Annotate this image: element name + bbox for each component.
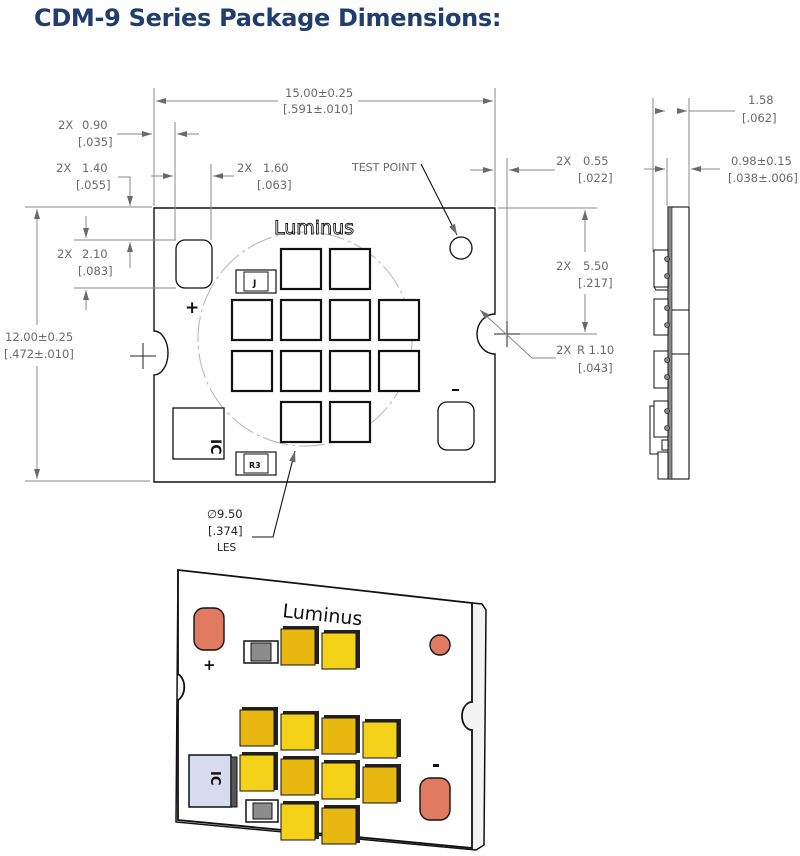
pad-height-in: [.083] [78,264,113,278]
j-component: J [235,269,277,294]
side-chips [649,249,669,480]
pad-width-qty: 2X [237,161,252,175]
led-chip [328,349,372,393]
render-led-chip [280,758,316,796]
render-led-chip [321,762,357,800]
render-led-chip [239,709,275,747]
board-thickness-mm: 0.98±0.15 [731,154,792,168]
led-chip [377,349,421,393]
height-dim-in: [.472±.010] [4,347,74,361]
side-view: 1.58 [.062] 0.98±0.15 [.038±.006] [644,93,798,480]
render-minus-mark [433,764,439,767]
render-anode-pad [193,607,225,651]
plus-label: + [185,298,199,318]
pad-offset-y-qty: 2X [56,161,71,175]
notch-offset-in: [.022] [578,171,613,185]
cathode-pad [437,401,475,451]
pad-height-mm: 2.10 [82,247,108,261]
ic-component: IC [172,407,225,460]
top-view: Luminus + J IC R3 [4,86,614,554]
width-dim-in: [.591±.010] [283,102,353,116]
svg-text:IC: IC [207,439,223,454]
led-chip [279,400,323,444]
notch-position-in: [.217] [578,276,613,290]
render-plus-label: + [203,656,216,674]
led-chip [230,349,274,393]
render-led-chip [280,803,316,841]
led-chip [230,298,274,342]
test-point-leader [420,163,458,236]
notch-position-mm: 5.50 [583,259,609,273]
led-chip [279,349,323,393]
render-led-chip [321,807,357,845]
les-leader [252,450,296,538]
total-thickness-in: [.062] [742,111,777,125]
render-led-chip [321,632,357,670]
width-dim-mm: 15.00±0.25 [285,86,353,100]
render-led-chip [280,713,316,751]
render-led-chip [280,628,316,666]
render-cathode-pad [419,777,451,821]
render-r3-component [245,799,279,823]
render-led-chip [321,717,357,755]
test-point [449,236,473,260]
render-led-chip [362,721,398,759]
height-dim-mm: 12.00±0.25 [5,330,73,344]
pad-offset-x-in: [.035] [78,135,113,149]
led-chip [279,247,323,291]
page-title: CDM-9 Series Package Dimensions: [34,4,502,32]
notch-radius-in: [.043] [578,361,613,375]
test-point-label: TEST POINT [351,161,417,174]
led-chip [328,298,372,342]
pad-width-in: [.063] [257,178,292,192]
render-led-grid [239,626,401,845]
board-thickness-in: [.038±.006] [728,171,798,185]
notch-offset-qty: 2X [556,154,571,168]
brand-label: Luminus [274,217,354,239]
notch-offset-mm: 0.55 [583,154,609,168]
render-ic-component: IC [188,754,238,808]
notch-radius-qty: 2X [556,343,571,357]
pad-width-mm: 1.60 [263,161,289,175]
anode-pad [175,239,213,289]
svg-text:R3: R3 [249,461,261,470]
side-bumps [664,256,670,431]
les-label: LES [217,542,236,554]
render-test-point [429,634,451,656]
pad-offset-y-mm: 1.40 [82,161,108,175]
svg-text:J: J [252,279,256,289]
pad-height-qty: 2X [57,247,72,261]
les-dim-in: [.374] [208,524,243,538]
notch-position-qty: 2X [556,259,571,273]
render-led-chip [239,754,275,792]
minus-mark [452,389,459,391]
render-view: Luminus + IC [175,568,487,851]
les-dim-mm: ∅9.50 [207,507,243,521]
pad-offset-x-qty: 2X [58,118,73,132]
render-led-chip [362,766,398,804]
total-thickness-mm: 1.58 [748,93,774,107]
led-chip [377,298,421,342]
led-chip [328,400,372,444]
led-grid [230,247,421,444]
pad-offset-y-in: [.055] [76,178,111,192]
notch-radius-mm: R 1.10 [577,343,614,357]
pad-offset-x-mm: 0.90 [82,118,108,132]
led-chip [279,298,323,342]
r3-component: R3 [235,451,277,476]
led-chip [328,247,372,291]
svg-text:IC: IC [207,771,222,785]
render-j-component [243,640,279,664]
